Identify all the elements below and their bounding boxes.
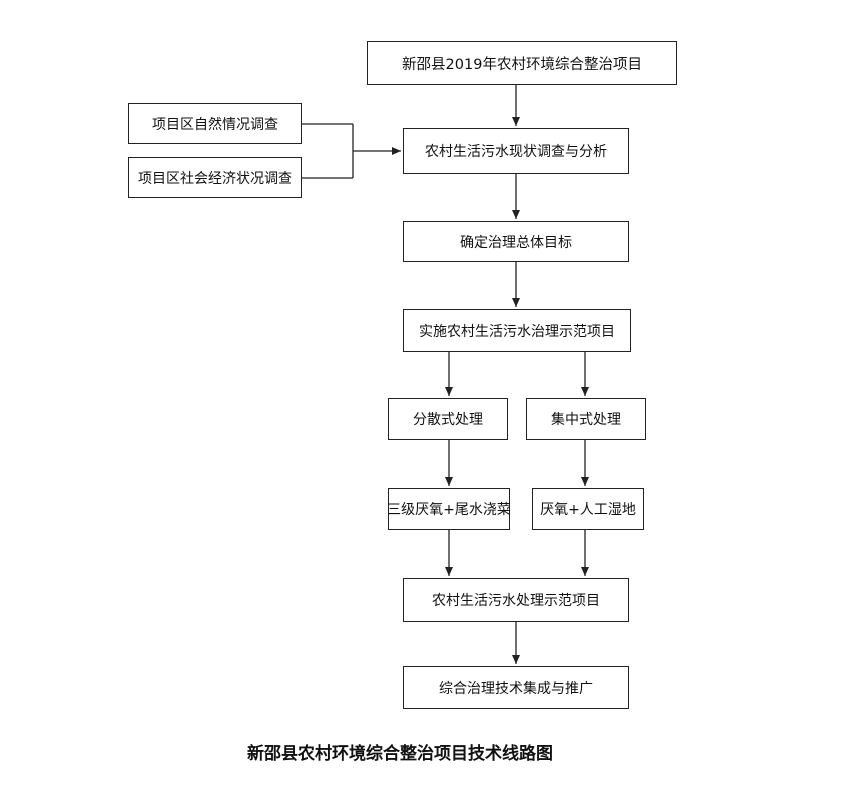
decentralized-box: 分散式处理 [388,398,508,440]
centralized-box: 集中式处理 [526,398,646,440]
decentralized-method-label: 三级厌氧+尾水浇菜 [387,502,511,518]
demonstration-box: 实施农村生活污水治理示范项目 [403,309,631,352]
decentralized-method-box: 三级厌氧+尾水浇菜 [387,488,511,530]
natural-survey-label: 项目区自然情况调查 [152,116,278,133]
centralized-method-box: 厌氧+人工湿地 [532,488,644,530]
treatment-project-box: 农村生活污水处理示范项目 [403,578,629,622]
natural-survey-box: 项目区自然情况调查 [128,103,302,144]
decentralized-label: 分散式处理 [413,412,483,428]
goal-box: 确定治理总体目标 [403,221,629,262]
centralized-method-label: 厌氧+人工湿地 [540,502,636,518]
analysis-label: 农村生活污水现状调查与分析 [425,144,607,160]
centralized-label: 集中式处理 [551,412,621,428]
diagram-caption: 新邵县农村环境综合整治项目技术线路图 [247,744,553,764]
project-title-label: 新邵县2019年农村环境综合整治项目 [402,56,642,73]
promotion-label: 综合治理技术集成与推广 [439,680,593,697]
project-title-box: 新邵县2019年农村环境综合整治项目 [367,41,677,85]
socioeconomic-survey-label: 项目区社会经济状况调查 [138,170,292,187]
promotion-box: 综合治理技术集成与推广 [403,666,629,709]
socioeconomic-survey-box: 项目区社会经济状况调查 [128,157,302,198]
goal-label: 确定治理总体目标 [460,234,572,251]
analysis-box: 农村生活污水现状调查与分析 [403,128,629,174]
demonstration-label: 实施农村生活污水治理示范项目 [419,323,615,340]
treatment-project-label: 农村生活污水处理示范项目 [432,593,600,609]
